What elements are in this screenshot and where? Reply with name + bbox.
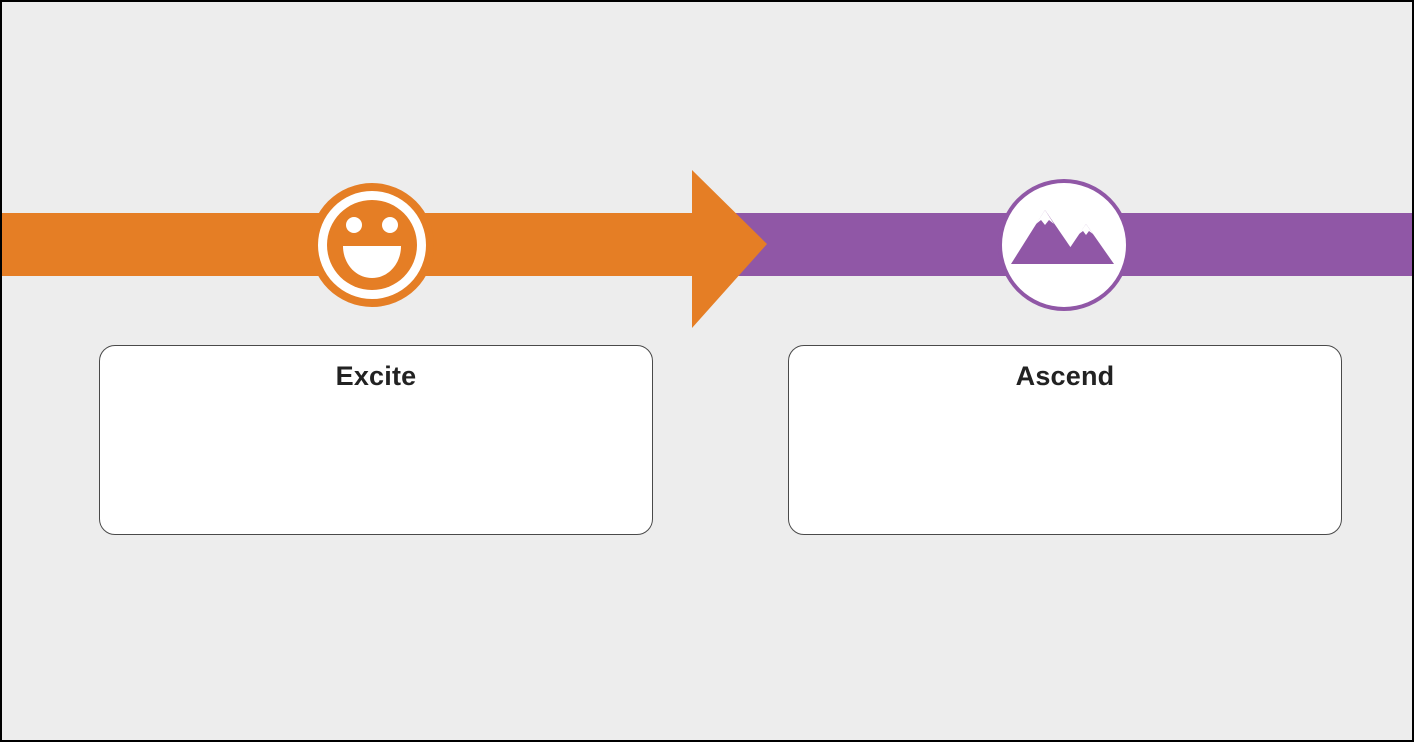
- mountains-icon: [998, 179, 1130, 311]
- ascend-card-title: Ascend: [1015, 361, 1115, 391]
- excite-card-title: Excite: [335, 361, 417, 391]
- smiley-face-icon: [310, 183, 434, 307]
- excite-card: Excite: [99, 345, 653, 535]
- ascend-card: Ascend: [788, 345, 1342, 535]
